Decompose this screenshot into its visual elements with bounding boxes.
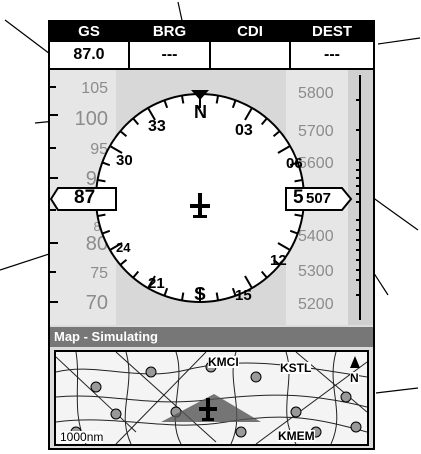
speed-label: 105 [81, 80, 108, 97]
compass-tick [215, 292, 220, 301]
dest-label: DEST [291, 22, 373, 42]
cdi-label: CDI [211, 22, 289, 42]
compass-number: 30 [116, 152, 133, 169]
compass-tick [244, 275, 253, 289]
compass-tick [147, 107, 156, 121]
compass-tick [294, 213, 303, 218]
compass-tick [215, 95, 220, 104]
compass-tick [231, 287, 237, 297]
altitude-readout-small: 507 [306, 190, 332, 207]
map-label-kstl: KSTL [280, 361, 312, 375]
speed-label: 100 [74, 108, 108, 130]
brg-label: BRG [130, 22, 209, 42]
map-aircraft-icon [199, 398, 217, 421]
altitude-label: 5800 [298, 85, 334, 102]
compass-number: 06 [286, 155, 303, 172]
compass-tick [132, 117, 140, 126]
compass-tick [147, 275, 156, 289]
altitude-readout-big: 5 [293, 187, 304, 208]
gs-label: GS [50, 22, 128, 42]
gs-value: 87.0 [73, 46, 105, 63]
callout-header-right [377, 37, 421, 45]
compass-tick [97, 178, 106, 183]
compass-tick [163, 99, 169, 109]
compass-tick [119, 130, 128, 138]
compass-tick [272, 130, 281, 138]
compass-tick [277, 242, 291, 251]
speed-label: 95 [90, 141, 108, 158]
aircraft-icon [190, 193, 210, 218]
compass-north-label: N [194, 102, 207, 122]
altitude-label: 5300 [298, 263, 334, 280]
compass-tick [180, 292, 185, 301]
speed-label: 75 [90, 265, 108, 282]
speed-readout: 87 [74, 187, 96, 208]
heading-bug-icon [191, 90, 209, 100]
brg-cell: BRG --- [130, 22, 211, 70]
compass-rose [95, 90, 305, 303]
altitude-readout-frame [285, 187, 353, 211]
instrument-panel: 105 100 95 90 85 80 75 70 5800 5700 5600… [50, 70, 373, 325]
compass-number: 21 [148, 275, 165, 292]
compass-number: 24 [116, 240, 131, 255]
compass-tick [180, 95, 185, 104]
map-label-kmem: KMEM [278, 429, 315, 443]
callout-alt-bug [371, 196, 419, 231]
compass-tick [163, 287, 169, 297]
map-label-kmci: KMCI [208, 355, 239, 369]
gs-cell: GS 87.0 [50, 22, 130, 70]
compass-tick [97, 213, 106, 218]
compass-tick [272, 258, 281, 266]
map-label-north: N [350, 371, 359, 385]
altitude-label: 5400 [298, 228, 334, 245]
vsi-strip [348, 70, 373, 325]
compass-number: 12 [270, 252, 287, 269]
compass-tick [109, 242, 123, 251]
header-divider [50, 68, 373, 70]
brg-value: --- [161, 46, 178, 63]
compass-tick [132, 270, 140, 279]
north-arrow-icon [350, 356, 360, 368]
callout-map [375, 387, 419, 394]
altitude-label: 5600 [298, 155, 334, 172]
speed-label: 70 [85, 292, 108, 314]
compass-number: 15 [235, 287, 252, 304]
compass-card-labels: N S 33 03 30 06 12 15 21 24 [50, 70, 373, 325]
map-title: Map - Simulating [50, 327, 373, 347]
cdi-value [211, 42, 289, 68]
compass-tick [119, 258, 128, 266]
gps-device-screen: GS 87.0 BRG --- CDI DEST --- [48, 20, 375, 450]
compass-tick [260, 117, 268, 126]
speed-label: 80 [85, 233, 108, 255]
dest-cell: DEST --- [291, 22, 373, 70]
compass-tick [277, 145, 291, 154]
compass-number: 03 [235, 122, 253, 139]
compass-tick [260, 270, 268, 279]
data-header: GS 87.0 BRG --- CDI DEST --- [50, 22, 373, 70]
cdi-cell: CDI [211, 22, 291, 70]
compass-tick [289, 229, 299, 235]
dest-value: --- [324, 46, 340, 63]
compass-tick [101, 229, 111, 235]
altitude-label: 5700 [298, 123, 334, 140]
map-roads [56, 352, 367, 444]
speed-readout-frame [50, 187, 117, 211]
compass-south-label: S [194, 284, 207, 304]
compass-number: 33 [148, 118, 166, 135]
map-scale-label: 1000nm [60, 430, 104, 444]
compass-tick [101, 161, 111, 167]
compass-tick [294, 178, 303, 183]
altitude-label: 5200 [298, 296, 334, 313]
compass-tick [244, 107, 253, 121]
map-pane[interactable]: KMCI KSTL KMEM N 1000nm [54, 350, 369, 446]
compass-tick [109, 145, 123, 154]
compass-tick [289, 161, 299, 167]
compass-tick [231, 99, 237, 109]
